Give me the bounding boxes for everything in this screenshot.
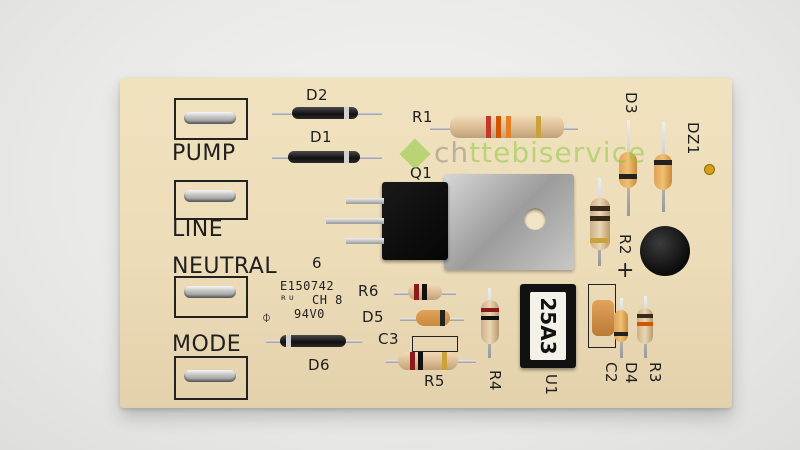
resistor-r1	[450, 116, 564, 138]
label-d4: D4	[622, 362, 640, 385]
marking-ul-line: CH 8	[312, 293, 343, 307]
heatsink	[444, 174, 574, 270]
label-r6: R6	[358, 282, 379, 300]
diode-dz1	[654, 154, 672, 190]
transistor-q1	[382, 182, 448, 260]
label-neutral: NEUTRAL	[172, 254, 278, 279]
heatsink-hole	[524, 208, 546, 230]
label-plus: +	[616, 258, 635, 283]
label-d3: D3	[622, 92, 640, 115]
watermark-part1: ch	[434, 136, 470, 169]
terminal-pad-pump	[184, 112, 236, 124]
label-mode: MODE	[172, 332, 242, 357]
marking-rating: 94V0	[294, 307, 325, 321]
q1-pin-3	[346, 238, 384, 244]
watermark-part2: ttebi	[469, 136, 539, 169]
resistor-r5	[398, 352, 458, 370]
ul-logo: ᴿᵁ	[280, 293, 296, 307]
marking-ul-code: E150742	[280, 279, 335, 293]
marking-num: 6	[312, 254, 323, 272]
terminal-box-neutral	[174, 276, 248, 318]
solder-point	[704, 164, 715, 175]
capacitor-c2	[592, 300, 614, 336]
watermark-part3: service	[538, 136, 647, 169]
diode-d6	[280, 335, 346, 347]
watermark-logo: chttebiservice	[399, 136, 647, 170]
electrolytic-capacitor	[640, 226, 690, 276]
label-u1: U1	[542, 374, 560, 396]
c3-outline	[412, 336, 458, 352]
terminal-pad-mode	[184, 370, 236, 382]
terminal-box-pump	[174, 98, 248, 140]
label-r4: R4	[486, 370, 504, 391]
resistor-r4	[481, 300, 499, 344]
label-dz1: DZ1	[684, 122, 702, 155]
recycle-icon: ⌽	[262, 308, 272, 326]
label-r5: R5	[424, 372, 445, 390]
chip-u1: 25A3	[520, 284, 576, 368]
diode-d4	[614, 310, 628, 342]
label-line: LINE	[172, 217, 224, 242]
resistor-r3	[637, 308, 653, 344]
diode-d3	[619, 152, 637, 188]
circuit-board: PUMP LINE NEUTRAL 6 MODE E150742 ᴿᵁ CH 8…	[120, 78, 732, 408]
diode-d1	[288, 151, 360, 163]
label-d6: D6	[308, 356, 331, 374]
label-r3: R3	[646, 362, 664, 383]
q1-pin-2	[326, 218, 384, 224]
chip-face: 25A3	[530, 292, 566, 360]
terminal-box-mode	[174, 356, 248, 400]
terminal-pad-line	[184, 190, 236, 202]
label-r1: R1	[412, 108, 433, 126]
resistor-r2	[590, 198, 610, 250]
q1-pin-1	[346, 198, 384, 204]
terminal-pad-neutral	[184, 286, 236, 298]
resistor-r6	[408, 284, 442, 300]
label-r2: R2	[616, 234, 634, 255]
label-q1: Q1	[410, 164, 433, 182]
label-d1: D1	[310, 128, 333, 146]
watermark-logo-icon	[399, 138, 431, 170]
diode-d2	[292, 107, 358, 119]
label-pump: PUMP	[172, 141, 236, 166]
label-c3: C3	[378, 330, 400, 348]
diode-d5	[416, 310, 450, 326]
label-d2: D2	[306, 86, 329, 104]
terminal-box-line	[174, 180, 248, 220]
label-c2: C2	[602, 362, 620, 384]
label-d5: D5	[362, 308, 385, 326]
chip-marking: 25A3	[536, 297, 560, 355]
